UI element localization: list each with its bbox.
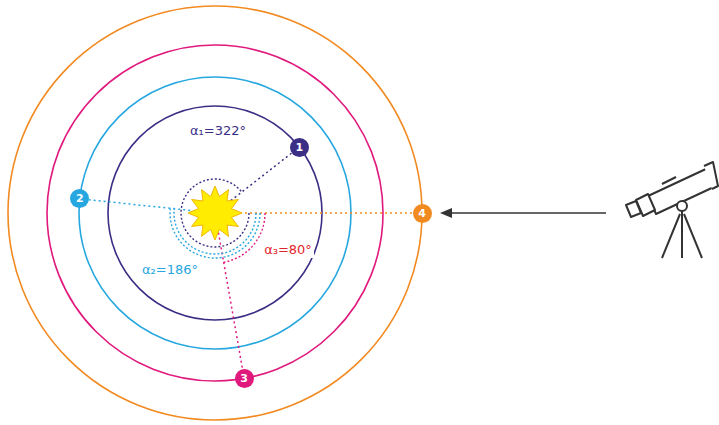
- orbit-ring: [47, 45, 383, 381]
- planet-marker: 3: [235, 369, 254, 388]
- angle-label: α₂=186°: [140, 262, 200, 278]
- radius-line: [215, 213, 244, 378]
- view-arrow: [448, 212, 606, 214]
- planet-marker: 4: [413, 204, 432, 223]
- angle-arc: [181, 179, 249, 247]
- angle-label: α₁=322°: [188, 123, 248, 139]
- planet-number: 1: [295, 142, 303, 153]
- planet-marker: 1: [290, 138, 309, 157]
- planet-number: 3: [240, 373, 248, 384]
- planet-number: 2: [76, 193, 84, 204]
- angle-label: α₃=80°: [262, 242, 314, 258]
- telescope-icon: [626, 162, 718, 258]
- planet-marker: 2: [70, 189, 89, 208]
- radius-line: [215, 212, 422, 214]
- sun-symbol: [188, 186, 242, 240]
- orbit-ring: [8, 6, 422, 420]
- orbit-ring: [108, 106, 322, 320]
- planet-number: 4: [418, 208, 426, 219]
- arrow-head: [440, 208, 452, 218]
